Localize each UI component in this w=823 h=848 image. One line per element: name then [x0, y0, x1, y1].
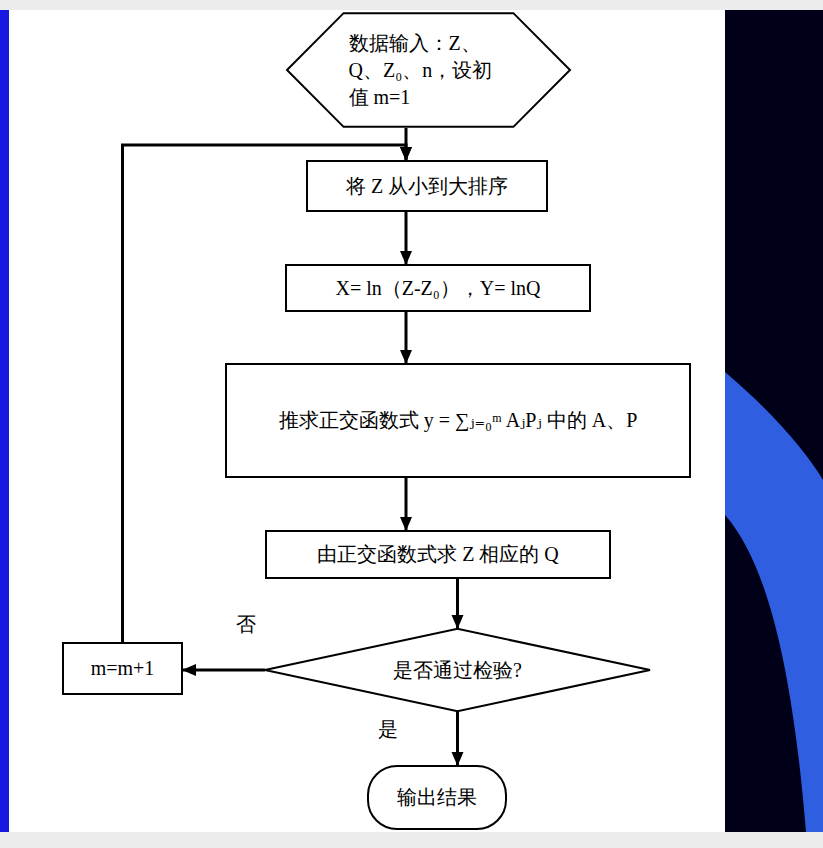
node-text: m=m+1 [91, 655, 155, 682]
terminal-box: 输出结果 [367, 765, 507, 830]
process-box: 将 Z 从小到大排序 [306, 160, 548, 212]
process-box: 由正交函数式求 Z 相应的 Q [265, 530, 611, 579]
node-text: 输出结果 [397, 784, 477, 811]
node-text: 由正交函数式求 Z 相应的 Q [317, 541, 559, 568]
dark-panel [725, 10, 823, 832]
flow-arrow [405, 312, 408, 363]
left-strip [0, 10, 9, 832]
decision-diamond: 是否通过检验? [265, 628, 650, 712]
flow-arrow [405, 478, 408, 530]
node-text: X= ln（Z-Z₀），Y= lnQ [335, 275, 540, 302]
process-box: X= ln（Z-Z₀），Y= lnQ [285, 264, 591, 312]
flow-arrow [456, 579, 459, 628]
node-text: 将 Z 从小到大排序 [346, 173, 508, 200]
process-box: 推求正交函数式 y = ∑ⱼ₌₀ᵐ AⱼPⱼ 中的 A、P [225, 363, 691, 478]
white-panel [9, 10, 725, 832]
blue-curve [725, 372, 823, 832]
node-text: 数据输入：Z、Q、Z₀、n，设初值 m=1 [349, 30, 509, 111]
node-text: 推求正交函数式 y = ∑ⱼ₌₀ᵐ AⱼPⱼ 中的 A、P [279, 407, 638, 434]
flow-arrow [456, 712, 459, 765]
flow-arrow [183, 669, 265, 672]
process-box: m=m+1 [62, 642, 183, 695]
node-text: 是否通过检验? [393, 657, 522, 684]
input-hexagon: 数据输入：Z、Q、Z₀、n，设初值 m=1 [287, 12, 570, 128]
edge-label: 否 [234, 612, 258, 636]
flow-arrow [405, 212, 408, 264]
edge-label: 是 [376, 717, 400, 741]
